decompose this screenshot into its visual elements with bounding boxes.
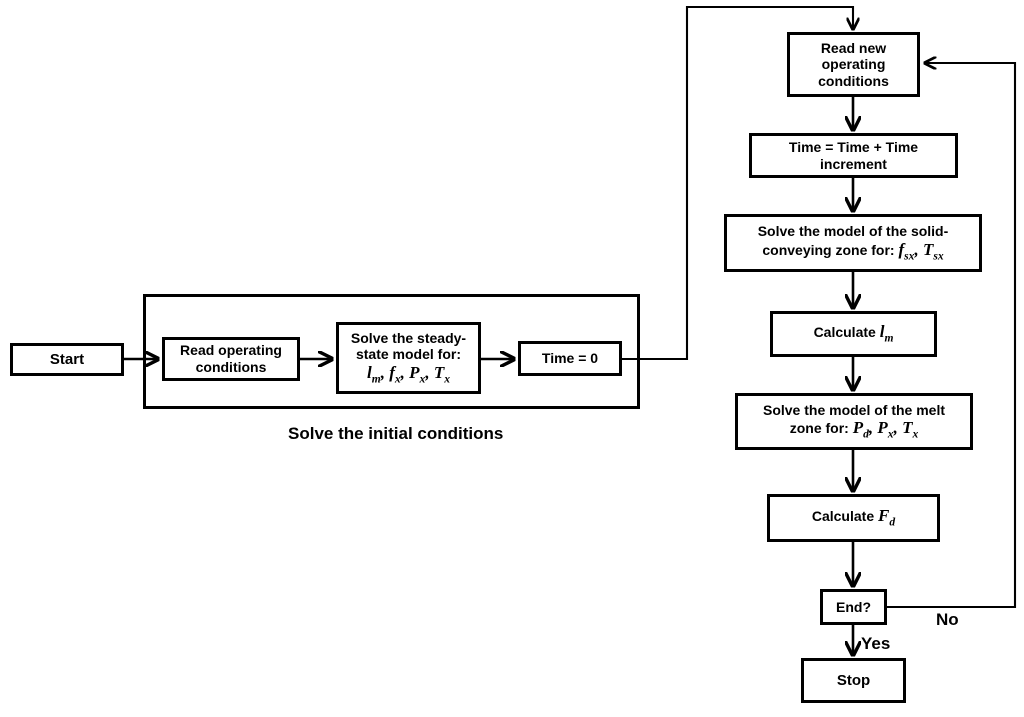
node-read-operating-conditions-line1: Read operating bbox=[180, 342, 282, 359]
math-lm: lm bbox=[366, 363, 381, 386]
node-read-operating-conditions[interactable]: Read operating conditions bbox=[162, 337, 300, 381]
edge-label-no: No bbox=[936, 610, 959, 629]
node-solid-conveying-line2-text: conveying zone for: bbox=[762, 241, 895, 258]
node-time-zero[interactable]: Time = 0 bbox=[518, 341, 622, 376]
math-px: Px bbox=[409, 363, 426, 386]
node-end-decision[interactable]: End? bbox=[820, 589, 887, 625]
math-tx2: Tx bbox=[902, 418, 919, 441]
math-tsx: Tsx bbox=[922, 239, 944, 263]
node-melt-zone-variables: Pd, Px, Tx bbox=[852, 418, 919, 441]
math-fsx: fsx bbox=[898, 239, 915, 263]
node-calculate-fd[interactable]: Calculate Fd bbox=[767, 494, 940, 542]
node-start[interactable]: Start bbox=[10, 343, 124, 376]
node-melt-zone-line2: zone for: Pd, Px, Tx bbox=[763, 418, 945, 441]
node-read-operating-conditions-line2: conditions bbox=[195, 359, 267, 375]
node-solve-solid-conveying-zone[interactable]: Solve the model of the solid- conveying … bbox=[724, 214, 982, 272]
node-time-increment-line1: Time = Time + Time bbox=[788, 138, 919, 155]
node-stop-label: Stop bbox=[836, 671, 871, 689]
node-start-label: Start bbox=[49, 350, 85, 368]
node-melt-zone-line1: Solve the model of the melt bbox=[762, 401, 946, 418]
node-solve-steady-state-line1: Solve the steady- bbox=[350, 329, 467, 346]
initial-conditions-group-box bbox=[143, 294, 640, 409]
math-px2: Px bbox=[877, 418, 894, 441]
node-solid-conveying-line1: Solve the model of the solid- bbox=[757, 223, 949, 240]
node-read-new-line1: Read new bbox=[820, 39, 887, 56]
node-read-new-operating-conditions[interactable]: Read new operating conditions bbox=[787, 32, 920, 97]
node-read-new-line2: operating bbox=[821, 56, 886, 73]
node-solve-steady-state-line2: state model for: bbox=[355, 346, 461, 363]
node-time-zero-label: Time = 0 bbox=[541, 350, 599, 367]
node-calculate-fd-label: Calculate bbox=[811, 508, 875, 525]
node-time-increment-line2: increment bbox=[820, 155, 887, 172]
node-calculate-fd-variable: Fd bbox=[878, 506, 896, 529]
node-time-increment[interactable]: Time = Time + Time increment bbox=[749, 133, 958, 178]
node-solve-steady-state-variables: lm, fx, Px, Tx bbox=[366, 363, 450, 386]
node-solid-conveying-line2: conveying zone for: fsx, Tsx bbox=[758, 240, 949, 263]
math-pd: Pd bbox=[852, 418, 869, 441]
node-calculate-lm-label: Calculate bbox=[813, 324, 876, 341]
node-end-decision-label: End? bbox=[836, 598, 871, 615]
math-fx: fx bbox=[389, 363, 401, 386]
node-solid-conveying-variables: fsx, Tsx bbox=[898, 239, 944, 263]
initial-conditions-caption: Solve the initial conditions bbox=[288, 424, 504, 443]
node-solve-melt-zone[interactable]: Solve the model of the melt zone for: Pd… bbox=[735, 393, 973, 450]
edge-label-yes: Yes bbox=[861, 634, 891, 653]
node-calculate-lm-variable: lm bbox=[879, 322, 894, 345]
math-tx: Tx bbox=[433, 363, 450, 386]
node-stop[interactable]: Stop bbox=[801, 658, 906, 703]
node-solve-steady-state-model[interactable]: Solve the steady- state model for: lm, f… bbox=[336, 322, 481, 394]
node-read-new-line3: conditions bbox=[818, 72, 889, 89]
node-melt-zone-line2-text: zone for: bbox=[789, 420, 849, 437]
node-calculate-lm[interactable]: Calculate lm bbox=[770, 311, 937, 357]
